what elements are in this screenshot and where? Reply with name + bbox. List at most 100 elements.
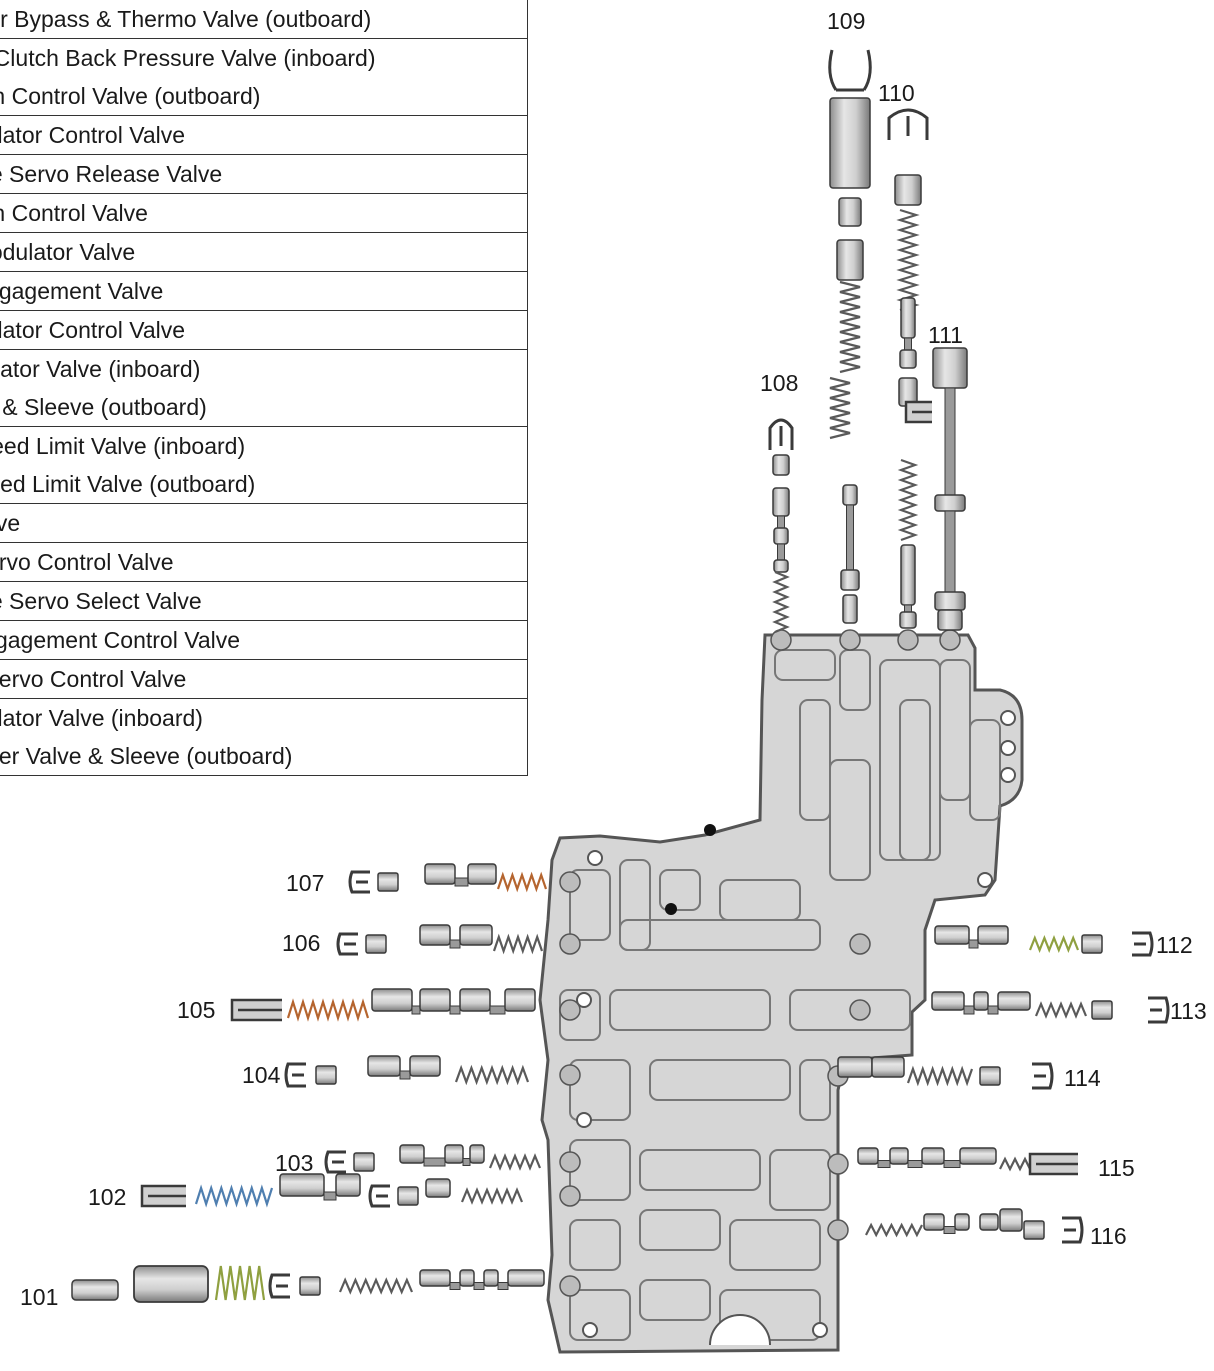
callout-110: 110: [878, 80, 915, 106]
valve-spool: [871, 1056, 905, 1078]
legend-row: Modulator Control Valve: [0, 310, 528, 350]
valve-spool: [900, 297, 916, 339]
spring: [338, 1277, 414, 1295]
body-channel: [770, 629, 792, 651]
spring: [194, 1184, 274, 1208]
valve-spool: [419, 1269, 451, 1287]
valve-spool: [133, 1265, 209, 1303]
valve-spool: [979, 1213, 999, 1231]
legend-row: Modulator Valve (inboard)Plunger Valve &…: [0, 698, 528, 776]
retaining-key: [140, 1184, 186, 1208]
valve-spool: [419, 988, 451, 1012]
retainer-clip: [1032, 1062, 1054, 1090]
valve-spool: [425, 1178, 451, 1198]
retainer-clip: [336, 932, 358, 956]
retaining-key: [904, 400, 932, 424]
valve-spool: [934, 591, 966, 611]
retainer-clip: [1132, 931, 1154, 957]
spring: [829, 376, 851, 440]
legend-row: oid Feed Limit Valve (inboard)ter Feed L…: [0, 426, 528, 504]
valve-stem: [777, 515, 785, 529]
body-channel: [639, 1279, 711, 1321]
valve-spool: [335, 1173, 361, 1197]
legend-line: Regulator Valve (inboard): [0, 356, 201, 382]
valve-spool: [444, 1144, 464, 1164]
body-channel: [639, 1209, 721, 1251]
valve-stem: [968, 939, 979, 949]
valve-spool: [842, 484, 858, 506]
bore-plug: [979, 1066, 1001, 1086]
bore-plug: [315, 1065, 337, 1085]
legend-line: Modulator Valve (inboard): [0, 705, 203, 731]
valve-spool: [932, 347, 968, 389]
spring: [488, 1153, 542, 1171]
body-channel: [769, 1149, 831, 1211]
valve-spool: [954, 1213, 970, 1231]
legend-line: se Servo Control Valve: [0, 549, 174, 575]
legend-line: rive Servo Control Valve: [0, 666, 187, 692]
legend-line: Clutch Control Valve: [0, 200, 148, 226]
body-channel: [799, 699, 831, 821]
legend-row: se Engagement Valve: [0, 271, 528, 311]
body-channel: [559, 999, 581, 1021]
body-channel: [719, 1289, 821, 1341]
body-channel: [774, 649, 836, 681]
callout-111: 111: [928, 322, 963, 348]
callout-108: 108: [760, 370, 799, 396]
legend-cell: rive Servo Control Valve: [0, 660, 528, 699]
legend-line: al Valve: [0, 510, 21, 536]
legend-line: ter Feed Limit Valve (outboard): [0, 471, 256, 497]
legend-row: se Modulator Valve: [0, 232, 528, 272]
callout-109: 109: [827, 8, 866, 34]
valve-stem: [449, 1005, 461, 1015]
valve-stem: [877, 1160, 891, 1168]
valve-spool: [424, 863, 456, 885]
valve-spool: [977, 925, 1009, 945]
valve-spool: [934, 494, 966, 512]
spring: [1034, 1001, 1088, 1019]
valve-stem: [904, 604, 912, 613]
legend-cell: erter Clutch Back Pressure Valve (inboar…: [0, 39, 528, 116]
retaining-key: [230, 998, 282, 1022]
retainer-clip: [348, 870, 370, 894]
valve-spool: [894, 174, 922, 206]
bore-plug: [377, 872, 399, 892]
valve-stem: [987, 1005, 999, 1015]
valve-stem: [944, 387, 956, 496]
valve-spool: [459, 988, 491, 1012]
legend-row: erter Clutch Back Pressure Valve (inboar…: [0, 38, 528, 116]
bore-plug: [353, 1152, 375, 1172]
legend-row: rd Engagement Control Valve: [0, 620, 528, 660]
valve-stem: [497, 1282, 509, 1290]
valve-spool: [999, 1208, 1023, 1232]
valve-stem: [411, 1005, 421, 1015]
body-channel: [1000, 710, 1016, 726]
valve-stem: [423, 1157, 446, 1167]
spring: [286, 998, 370, 1022]
callout-114: 114: [1064, 1065, 1101, 1091]
valve-stem: [449, 1282, 461, 1290]
callout-112: 112: [1156, 932, 1193, 958]
valve-spool: [507, 1269, 545, 1287]
body-channel: [827, 1153, 849, 1175]
valve-spool: [772, 454, 790, 476]
spring: [1028, 935, 1080, 953]
legend-row: rive Servo Control Valve: [0, 659, 528, 699]
valve-stem: [473, 1282, 485, 1290]
spring: [772, 570, 790, 634]
valve-spool: [840, 569, 860, 591]
body-channel: [799, 1059, 831, 1121]
legend-cell: se Engagement Valve: [0, 272, 528, 311]
retainer-clip: [768, 418, 794, 450]
body-channel: [939, 629, 961, 651]
legend-cell: Modulator Valve (inboard)Plunger Valve &…: [0, 699, 528, 776]
bore-plug: [1081, 934, 1103, 954]
legend-row: Regulator Valve (inboard)Valve & Sleeve …: [0, 349, 528, 427]
body-channel: [789, 989, 911, 1031]
legend-line: se Engagement Valve: [0, 278, 164, 304]
legend-cell: Cooler Bypass & Thermo Valve (outboard): [0, 0, 528, 39]
retaining-key: [1028, 1152, 1078, 1176]
bore-plug: [1091, 1000, 1113, 1020]
valve-stem: [907, 1160, 923, 1168]
legend-line: ediate Servo Select Valve: [0, 588, 202, 614]
